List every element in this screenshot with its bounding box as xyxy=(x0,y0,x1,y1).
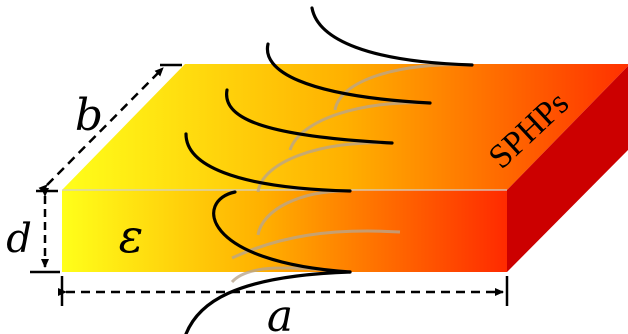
dimension-d: d xyxy=(6,188,60,274)
helix-front-strokes xyxy=(184,6,474,334)
dimension-b: b xyxy=(36,63,182,194)
slab-top-face xyxy=(62,64,628,190)
helix-front-stroke xyxy=(225,88,394,145)
dimension-a: a xyxy=(58,276,509,334)
helix-front-stroke xyxy=(212,190,352,274)
helix-front-stroke xyxy=(310,6,474,67)
label-b: b xyxy=(75,90,103,141)
helix-front-stroke xyxy=(265,42,432,105)
label-epsilon: ε xyxy=(119,209,144,263)
label-a: a xyxy=(267,291,293,334)
slab-front-face xyxy=(62,190,507,272)
slab-right-face xyxy=(507,66,628,272)
helix-front-stroke xyxy=(184,132,352,193)
label-d: d xyxy=(6,216,32,262)
